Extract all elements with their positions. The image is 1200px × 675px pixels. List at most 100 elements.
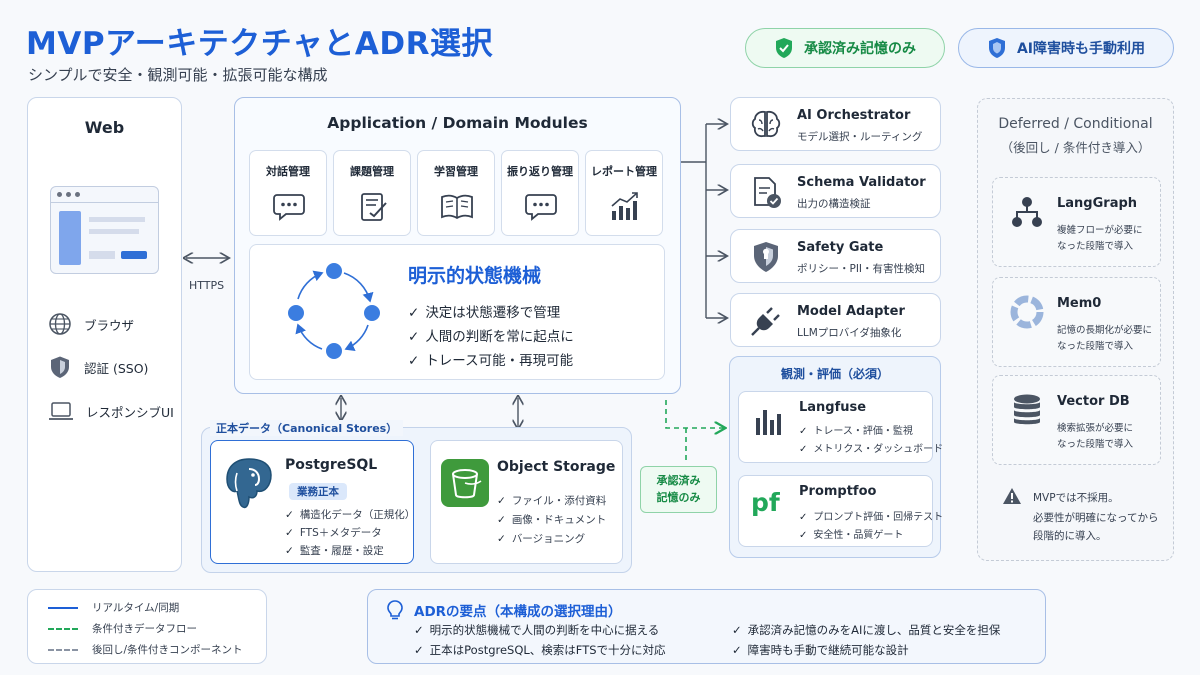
adr-item: ✓正本はPostgreSQL、検索はFTSで十分に対応 (414, 643, 666, 657)
service-name: Schema Validator (797, 175, 926, 190)
service-desc: ポリシー・PII・有害性検知 (797, 263, 926, 275)
tool-item: ✓安全性・品質ゲート (799, 530, 904, 541)
state-machine-box: 明示的状態機械 ✓決定は状態遷移で管理 ✓人間の判断を常に起点に ✓トレース可能… (249, 244, 665, 380)
deferred-desc: 複雑フローが必要になった段階で導入 (1057, 225, 1143, 252)
state-machine-title: 明示的状態機械 (408, 265, 542, 287)
deferred-name: LangGraph (1057, 196, 1138, 211)
shield-icon (754, 242, 778, 272)
deferred-subtitle: （後回し / 条件付き導入） (1000, 140, 1151, 155)
tool-item: ✓メトリクス・ダッシュボード (799, 444, 944, 455)
bars-icon (756, 410, 781, 435)
graph-nodes-icon (1012, 197, 1042, 227)
chat-bubble-icon (525, 194, 557, 221)
tool-name: Langfuse (799, 400, 867, 415)
store-item: ✓画像・ドキュメント (497, 514, 607, 526)
store-item: ✓FTS＋メタデータ (285, 527, 382, 539)
observability-panel: 観測・評価（必須） Langfuse ✓トレース・評価・監視 ✓メトリクス・ダッ… (729, 356, 943, 558)
web-item-label: 認証 (SSO) (84, 360, 149, 376)
plug-icon (751, 307, 780, 336)
pf-logo-icon: pf (751, 488, 780, 517)
store-item: ✓バージョニング (497, 533, 586, 545)
page-subtitle: シンプルで安全・観測可能・拡張可能な構成 (28, 66, 328, 84)
service-name: Safety Gate (797, 240, 884, 255)
web-item-browser: ブラウザ (48, 312, 134, 336)
approved-memory-box: 承認済み 記憶のみ (640, 466, 717, 513)
browser-window-illustration (50, 186, 159, 274)
store-item: ✓構造化データ（正規化） (285, 509, 416, 521)
page-title: MVPアーキテクチャとADR選択 (26, 26, 493, 62)
service-model-adapter: Model Adapter LLMプロバイダ抽象化 (730, 293, 941, 347)
state-machine-item: ✓トレース可能・再現可能 (408, 353, 574, 369)
module-dialogue: 対話管理 (249, 150, 327, 236)
document-check-icon (754, 177, 781, 208)
ring-segments-icon (1010, 295, 1044, 329)
clipboard-check-icon (361, 193, 387, 221)
module-label: レポート管理 (591, 165, 657, 178)
database-icon (1014, 394, 1040, 425)
deferred-name: Mem0 (1057, 296, 1102, 311)
service-name: AI Orchestrator (797, 108, 911, 123)
tool-langfuse: Langfuse ✓トレース・評価・監視 ✓メトリクス・ダッシュボード (738, 391, 943, 463)
badge-manual-fallback-label: AI障害時も手動利用 (1016, 41, 1146, 57)
web-item-label: レスポンシブUI (86, 404, 174, 420)
web-item-sso: 認証 (SSO) (48, 355, 148, 379)
service-ai-orchestrator: AI Orchestrator モデル選択・ルーティング (730, 97, 941, 151)
application-title: Application / Domain Modules (327, 114, 588, 132)
adr-item: ✓障害時も手動で継続可能な設計 (732, 643, 909, 657)
warning-icon (1003, 488, 1021, 504)
canonical-stores-title: 正本データ（Canonical Stores） (210, 420, 404, 436)
deferred-title: Deferred / Conditional (998, 116, 1153, 132)
module-reports: レポート管理 (585, 150, 663, 236)
deferred-name: Vector DB (1057, 394, 1130, 409)
adr-summary: ADRの要点（本構成の選択理由） ✓明示的状態機械で人間の判断を中心に据える ✓… (367, 589, 1046, 664)
adr-title: ADRの要点（本構成の選択理由） (414, 604, 622, 620)
chat-bubble-icon (273, 194, 305, 221)
deferred-note-line: 段階的に導入。 (1033, 530, 1107, 542)
module-label: 振り返り管理 (507, 165, 573, 178)
store-badge: 業務正本 (289, 483, 347, 500)
deferred-note-line: MVPでは不採用。 (1033, 492, 1119, 504)
state-cycle-diagram (288, 263, 380, 359)
adr-item: ✓明示的状態機械で人間の判断を中心に据える (414, 623, 660, 637)
service-name: Model Adapter (797, 304, 905, 319)
legend-item-deferred: 後回し/条件付きコンポーネント (48, 642, 243, 657)
store-postgresql: PostgreSQL 業務正本 ✓構造化データ（正規化） ✓FTS＋メタデータ … (210, 440, 416, 564)
open-book-icon (441, 194, 473, 220)
module-label: 学習管理 (434, 165, 478, 178)
tool-name: Promptfoo (799, 484, 877, 499)
badge-manual-fallback: AI障害時も手動利用 (958, 28, 1174, 68)
service-desc: モデル選択・ルーティング (797, 131, 923, 143)
module-reflection: 振り返り管理 (501, 150, 579, 236)
observability-title: 観測・評価（必須） (780, 367, 889, 381)
postgresql-elephant-icon (226, 458, 272, 509)
deferred-desc: 検索拡張が必要になった段階で導入 (1057, 423, 1134, 450)
module-label: 対話管理 (266, 165, 310, 178)
store-item: ✓監査・履歴・設定 (285, 545, 384, 557)
lightbulb-icon (387, 600, 403, 620)
legend: リアルタイム/同期 条件付きデータフロー 後回し/条件付きコンポーネント (27, 589, 267, 664)
bar-chart-icon (611, 192, 638, 220)
shield-icon (51, 356, 69, 378)
legend-item-conditional-flow: 条件付きデータフロー (48, 621, 197, 636)
deferred-mem0: Mem0 記憶の長期化が必要になった段階で導入 (992, 277, 1161, 367)
state-machine-item: ✓決定は状態遷移で管理 (408, 305, 561, 321)
deferred-note-line: 必要性が明確になってから (1033, 512, 1159, 524)
module-tasks: 課題管理 (333, 150, 411, 236)
tool-promptfoo: pf Promptfoo ✓プロンプト評価・回帰テスト ✓安全性・品質ゲート (738, 475, 943, 547)
application-panel: Application / Domain Modules 対話管理 課題管理 学… (234, 97, 681, 394)
laptop-icon (49, 402, 73, 420)
service-desc: 出力の構造検証 (797, 198, 871, 210)
service-schema-validator: Schema Validator 出力の構造検証 (730, 164, 941, 218)
module-learning: 学習管理 (417, 150, 495, 236)
module-label: 課題管理 (350, 165, 394, 178)
web-title: Web (84, 118, 125, 137)
tool-item: ✓プロンプト評価・回帰テスト (799, 512, 944, 523)
shield-check-icon (776, 38, 792, 58)
badge-approved-memory: 承認済み記憶のみ (745, 28, 945, 68)
service-safety-gate: Safety Gate ポリシー・PII・有害性検知 (730, 229, 941, 283)
web-item-responsive-ui: レスポンシブUI (48, 399, 174, 423)
globe-icon (49, 313, 71, 335)
web-panel: Web ブラウザ 認証 (SSO) (27, 97, 182, 572)
https-label: HTTPS (189, 279, 225, 292)
